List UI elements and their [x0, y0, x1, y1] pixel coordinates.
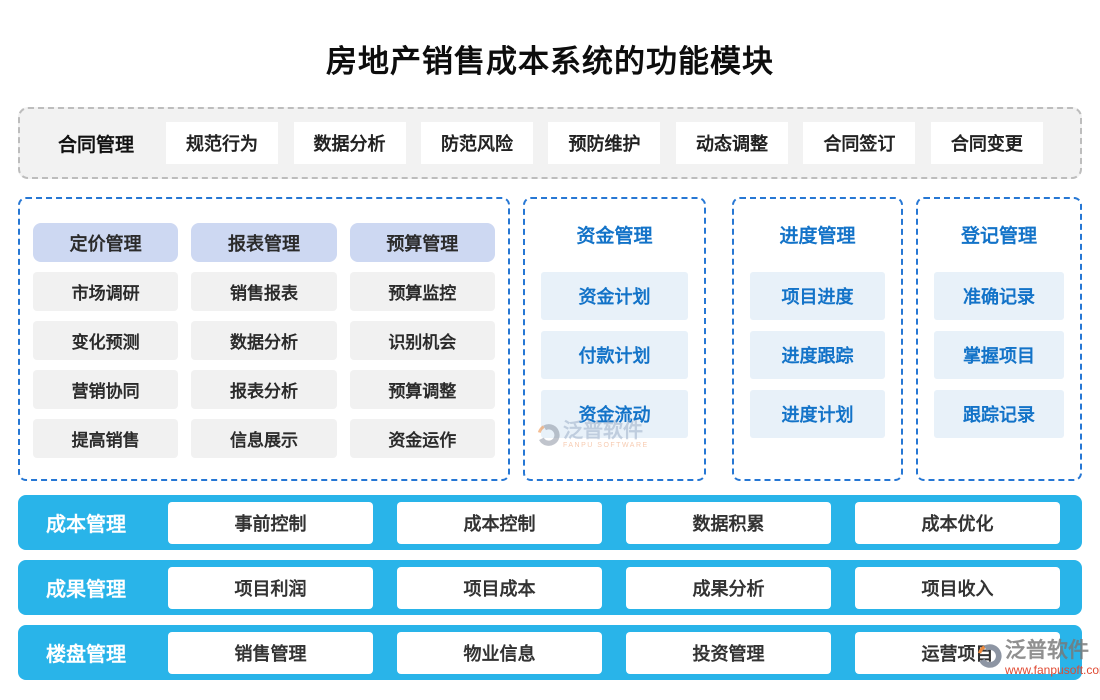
bar-item: 项目利润 [168, 566, 373, 609]
property-management-bar: 楼盘管理 销售管理 物业信息 投资管理 运营项目 [18, 625, 1082, 680]
contract-item: 动态调整 [675, 122, 788, 164]
bar-items: 项目利润 项目成本 成果分析 项目收入 [168, 566, 1060, 609]
panel-item: 进度跟踪 [750, 331, 885, 379]
bottom-bars: 成本管理 事前控制 成本控制 数据积累 成本优化 成果管理 项目利润 项目成本 … [18, 495, 1082, 690]
matrix-item: 预算调整 [349, 370, 495, 409]
pricing-report-budget-panel: 定价管理 报表管理 预算管理 市场调研 销售报表 预算监控 变化预测 数据分析 … [18, 197, 510, 481]
bar-label: 楼盘管理 [46, 644, 126, 666]
middle-panels: 定价管理 报表管理 预算管理 市场调研 销售报表 预算监控 变化预测 数据分析 … [18, 197, 1082, 481]
bar-label: 成果管理 [46, 579, 126, 601]
bar-item: 成果分析 [626, 566, 831, 609]
matrix-item: 资金运作 [349, 419, 495, 458]
contract-item: 规范行为 [166, 122, 279, 164]
bar-item: 投资管理 [626, 631, 831, 674]
matrix-item: 报表分析 [191, 370, 337, 409]
matrix-item: 识别机会 [349, 321, 495, 360]
matrix-header: 预算管理 [349, 223, 495, 262]
contract-item: 预防维护 [548, 122, 661, 164]
panel-item: 资金流动 [541, 390, 688, 438]
matrix-item: 销售报表 [191, 272, 337, 311]
matrix-item: 提高销售 [33, 419, 179, 458]
bar-item: 成本控制 [397, 501, 602, 544]
contract-management-group: 合同管理 规范行为 数据分析 防范风险 预防维护 动态调整 合同签订 合同变更 [18, 107, 1082, 179]
panel-item: 资金计划 [541, 272, 688, 320]
funds-management-panel: 资金管理 资金计划 付款计划 资金流动 [523, 197, 706, 481]
bar-item: 项目成本 [397, 566, 602, 609]
bar-item: 销售管理 [168, 631, 373, 674]
contract-item: 数据分析 [293, 122, 406, 164]
panel-item: 项目进度 [750, 272, 885, 320]
panel-title: 进度管理 [779, 226, 856, 247]
panel-title: 资金管理 [576, 226, 653, 247]
contract-item: 防范风险 [420, 122, 533, 164]
panel-item: 跟踪记录 [934, 390, 1064, 438]
panel-item: 掌握项目 [934, 331, 1064, 379]
panel-item: 进度计划 [750, 390, 885, 438]
panel-item: 准确记录 [934, 272, 1064, 320]
bar-item: 数据积累 [626, 501, 831, 544]
registration-management-panel: 登记管理 准确记录 掌握项目 跟踪记录 [916, 197, 1082, 481]
bar-items: 销售管理 物业信息 投资管理 运营项目 [168, 631, 1060, 674]
bar-items: 事前控制 成本控制 数据积累 成本优化 [168, 501, 1060, 544]
bar-label: 成本管理 [46, 514, 126, 536]
bar-item: 成本优化 [855, 501, 1060, 544]
results-management-bar: 成果管理 项目利润 项目成本 成果分析 项目收入 [18, 560, 1082, 615]
matrix-item: 预算监控 [349, 272, 495, 311]
contract-group-label: 合同管理 [58, 134, 135, 156]
progress-management-panel: 进度管理 项目进度 进度跟踪 进度计划 [732, 197, 903, 481]
panel-title: 登记管理 [960, 226, 1037, 247]
contract-item: 合同变更 [930, 122, 1043, 164]
contract-item: 合同签订 [803, 122, 916, 164]
matrix-header: 定价管理 [33, 223, 179, 262]
bar-item: 事前控制 [168, 501, 373, 544]
page-title: 房地产销售成本系统的功能模块 [326, 44, 774, 79]
panel-item: 付款计划 [541, 331, 688, 379]
bar-item: 物业信息 [397, 631, 602, 674]
matrix-item: 信息展示 [191, 419, 337, 458]
matrix-header: 报表管理 [191, 223, 337, 262]
bar-item: 项目收入 [855, 566, 1060, 609]
contract-items: 规范行为 数据分析 防范风险 预防维护 动态调整 合同签订 合同变更 [166, 122, 1043, 164]
matrix-item: 数据分析 [191, 321, 337, 360]
matrix-item: 变化预测 [33, 321, 179, 360]
matrix-item: 市场调研 [33, 272, 179, 311]
bar-item: 运营项目 [855, 631, 1060, 674]
matrix-item: 营销协同 [33, 370, 179, 409]
cost-management-bar: 成本管理 事前控制 成本控制 数据积累 成本优化 [18, 495, 1082, 550]
